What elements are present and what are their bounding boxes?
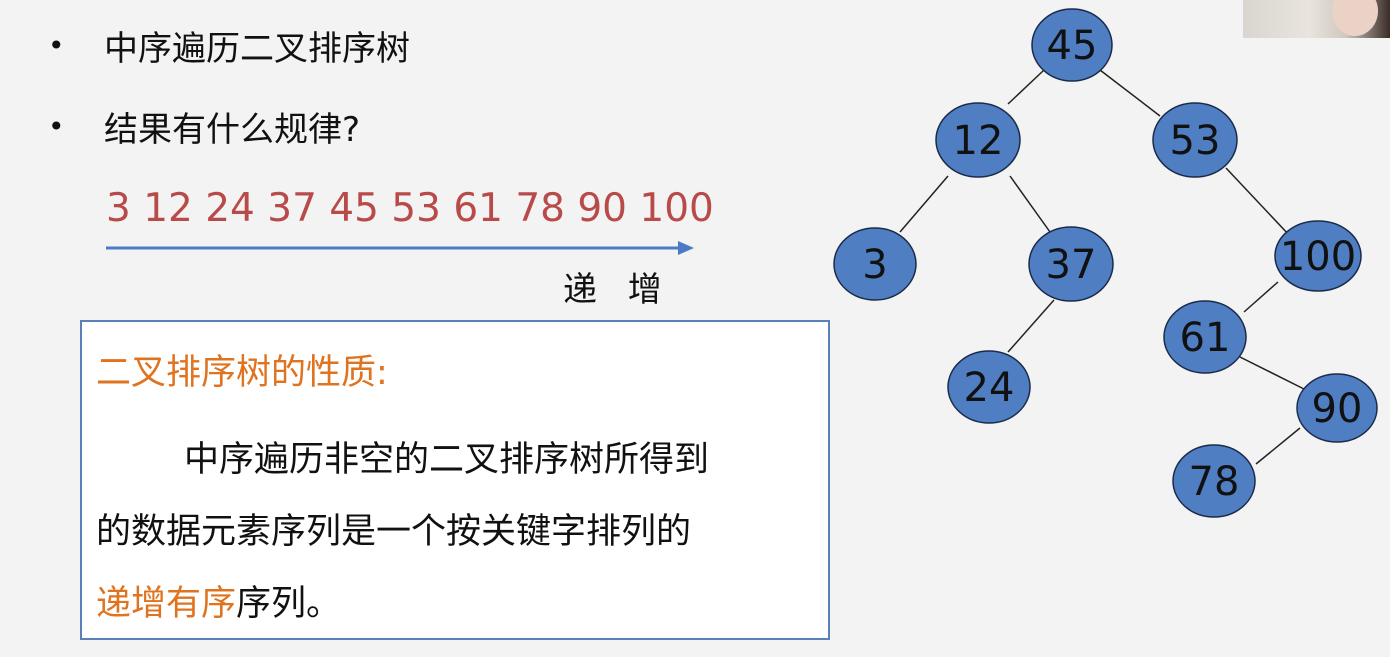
inorder-sequence: 3 12 24 37 45 53 61 78 90 100 xyxy=(106,186,714,231)
svg-text:78: 78 xyxy=(1189,459,1240,505)
bullet-text: 结果有什么规律? xyxy=(104,109,361,150)
webcam-thumbnail xyxy=(1243,0,1390,38)
property-text: 中序遍历非空的二叉排序树所得到 的数据元素序列是一个按关键字排列的 递增有序序列… xyxy=(96,424,818,640)
svg-text:100: 100 xyxy=(1280,234,1356,280)
edge-100-61 xyxy=(1243,281,1279,313)
property-highlight: 递增有序 xyxy=(96,584,237,624)
property-line-1: 中序遍历非空的二叉排序树所得到 xyxy=(184,440,710,480)
tree-node-90: 90 xyxy=(1296,373,1378,443)
property-line-2: 的数据元素序列是一个按关键字排列的 xyxy=(96,512,692,552)
increasing-arrow-icon xyxy=(106,241,694,255)
svg-text:24: 24 xyxy=(964,365,1015,411)
svg-text:90: 90 xyxy=(1312,386,1363,432)
edge-12-3 xyxy=(899,175,949,233)
edge-12-37 xyxy=(1009,175,1051,233)
svg-text:37: 37 xyxy=(1046,242,1097,288)
svg-text:3: 3 xyxy=(862,242,887,288)
svg-text:61: 61 xyxy=(1180,315,1231,361)
edge-53-100 xyxy=(1225,167,1291,237)
property-title: 二叉排序树的性质: xyxy=(96,353,388,393)
arrow-label: 递 增 xyxy=(563,270,672,310)
svg-text:45: 45 xyxy=(1047,23,1098,69)
bullet-item-inorder: • 中序遍历二叉排序树 xyxy=(48,15,410,75)
tree-node-78: 78 xyxy=(1172,444,1256,518)
property-line-3: 序列。 xyxy=(236,584,342,624)
tree-node-12: 12 xyxy=(935,102,1021,178)
tree-edges xyxy=(899,69,1307,465)
tree-node-24: 24 xyxy=(947,350,1031,424)
edge-45-53 xyxy=(1099,69,1161,117)
bullet-marker: • xyxy=(48,28,65,62)
edge-37-24 xyxy=(1007,299,1055,353)
tree-node-3: 3 xyxy=(833,227,917,301)
edge-90-78 xyxy=(1255,427,1301,465)
property-box: 二叉排序树的性质: 中序遍历非空的二叉排序树所得到 的数据元素序列是一个按关键字… xyxy=(80,320,830,640)
tree-node-37: 37 xyxy=(1028,226,1114,302)
tree-node-53: 53 xyxy=(1152,102,1238,178)
bullet-item-question: • 结果有什么规律? xyxy=(48,96,360,156)
svg-text:53: 53 xyxy=(1170,118,1221,164)
edge-45-12 xyxy=(1007,69,1045,105)
bullet-marker: • xyxy=(48,109,65,143)
presenter-avatar xyxy=(1332,0,1378,36)
edge-61-90 xyxy=(1237,355,1307,391)
tree-node-100: 100 xyxy=(1274,220,1362,292)
bullet-text: 中序遍历二叉排序树 xyxy=(104,28,410,69)
tree-node-45: 45 xyxy=(1031,8,1113,82)
tree-node-61: 61 xyxy=(1163,300,1247,374)
svg-text:12: 12 xyxy=(953,118,1004,164)
